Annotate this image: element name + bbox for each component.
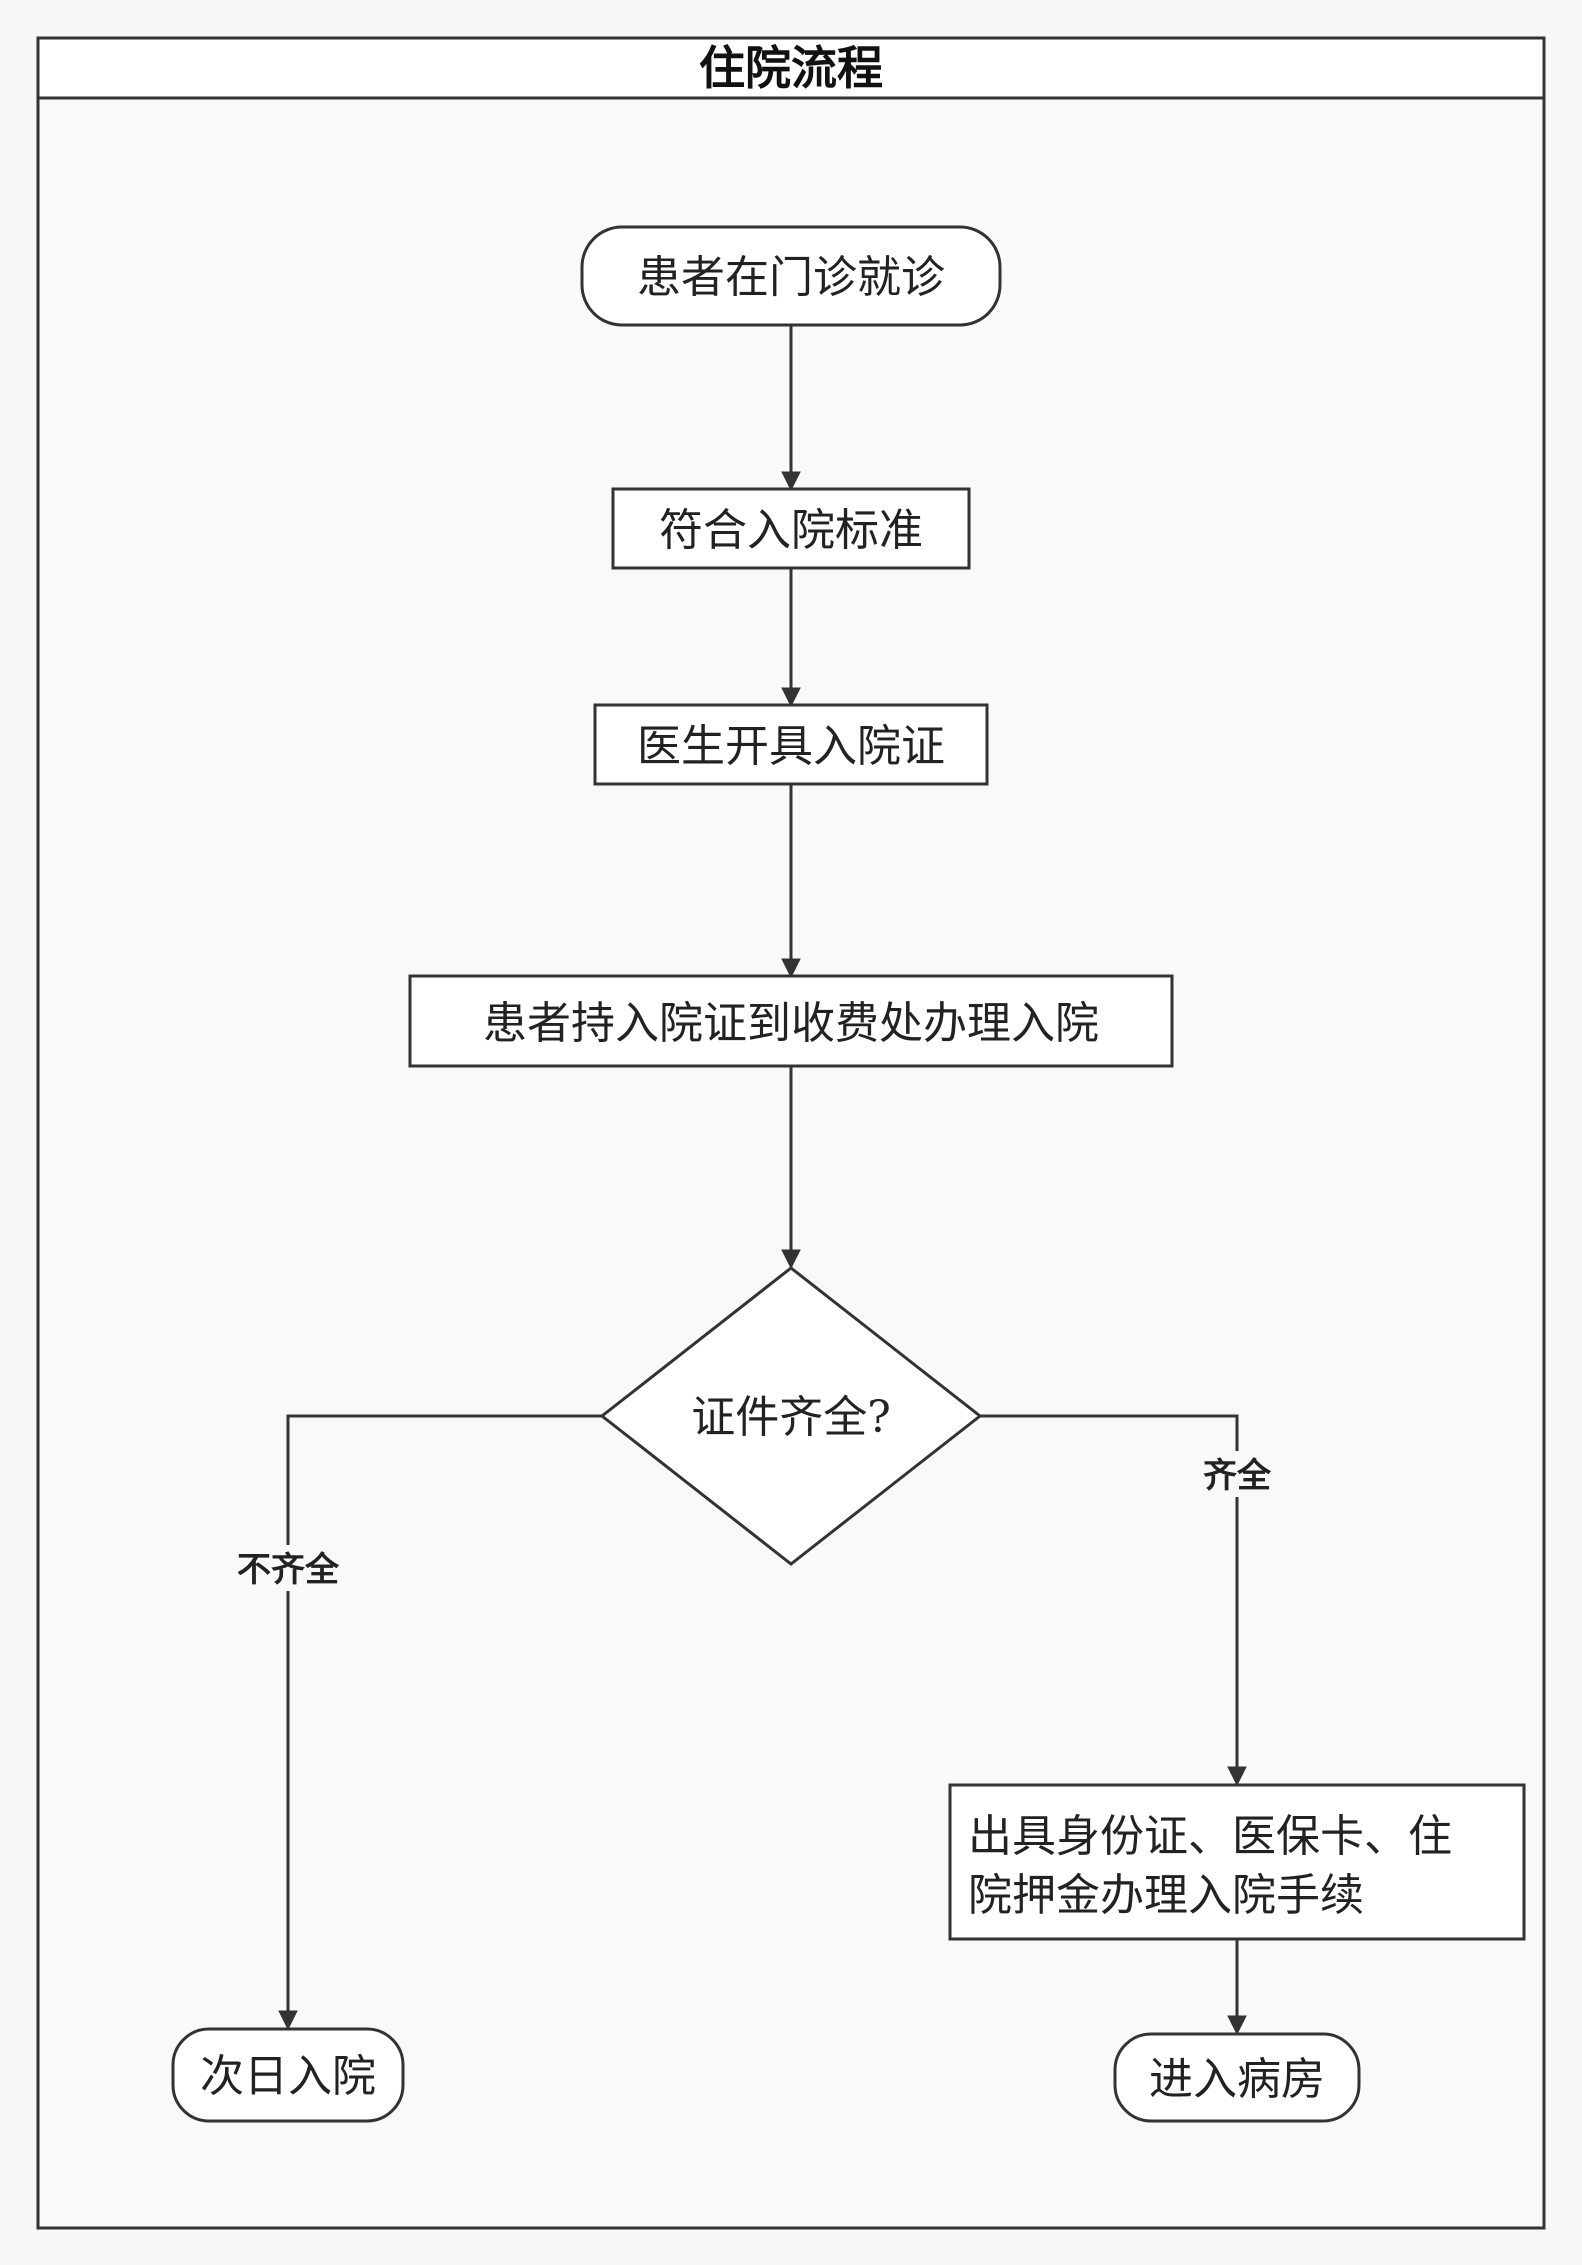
node-decision-label: 证件齐全? bbox=[691, 1392, 891, 1443]
arrowhead-ward bbox=[1227, 2015, 1247, 2036]
node-documents-shape bbox=[948, 1783, 1526, 1941]
node-decision-shape bbox=[599, 1266, 983, 1566]
node-criteria: 符合入院标准 bbox=[611, 487, 971, 570]
edge-label-complete: 齐全 bbox=[1193, 1451, 1281, 1497]
arrowhead-register bbox=[781, 958, 801, 979]
node-certificate-label: 医生开具入院证 bbox=[637, 721, 945, 772]
arrowhead-nextday bbox=[278, 2010, 298, 2031]
node-start-label: 患者在门诊就诊 bbox=[637, 252, 945, 303]
edges bbox=[278, 326, 1247, 2036]
edge-label-incomplete-text: 不齐全 bbox=[237, 1550, 340, 1590]
edge-label-complete-text: 齐全 bbox=[1203, 1456, 1272, 1496]
edge-label-incomplete-bg bbox=[228, 1545, 348, 1591]
node-register-shape bbox=[408, 974, 1174, 1068]
node-ward: 进入病房 bbox=[1113, 2032, 1361, 2123]
edge-decision-to-nextday bbox=[286, 1414, 602, 2028]
node-decision: 证件齐全? bbox=[599, 1266, 983, 1566]
arrowhead-decision bbox=[781, 1249, 801, 1270]
node-start: 患者在门诊就诊 bbox=[580, 225, 1002, 327]
node-nextday-label: 次日入院 bbox=[200, 2051, 376, 2102]
node-documents-label-line2: 院押金办理入院手续 bbox=[968, 1870, 1364, 1921]
node-criteria-shape bbox=[611, 487, 971, 570]
edge-label-complete-bg bbox=[1193, 1451, 1281, 1497]
arrowhead-documents bbox=[1227, 1766, 1247, 1787]
node-ward-label: 进入病房 bbox=[1149, 2054, 1325, 2105]
node-start-shape bbox=[580, 225, 1002, 327]
node-register: 患者持入院证到收费处办理入院 bbox=[408, 974, 1174, 1068]
node-criteria-label: 符合入院标准 bbox=[659, 505, 923, 556]
node-certificate-shape bbox=[593, 703, 989, 786]
node-nextday: 次日入院 bbox=[171, 2027, 405, 2123]
title-bar bbox=[36, 36, 1546, 100]
node-documents: 出具身份证、医保卡、住 院押金办理入院手续 bbox=[948, 1783, 1526, 1941]
diagram-title: 住院流程 bbox=[699, 41, 883, 95]
node-documents-label-line1: 出具身份证、医保卡、住 bbox=[968, 1811, 1452, 1862]
edge-label-incomplete: 不齐全 bbox=[228, 1545, 348, 1591]
node-certificate: 医生开具入院证 bbox=[593, 703, 989, 786]
arrowhead-criteria bbox=[781, 471, 801, 492]
node-register-label: 患者持入院证到收费处办理入院 bbox=[483, 998, 1099, 1049]
node-nextday-shape bbox=[171, 2027, 405, 2123]
node-ward-shape bbox=[1113, 2032, 1361, 2123]
arrowhead-certificate bbox=[781, 687, 801, 708]
edge-decision-to-documents bbox=[980, 1414, 1239, 1784]
